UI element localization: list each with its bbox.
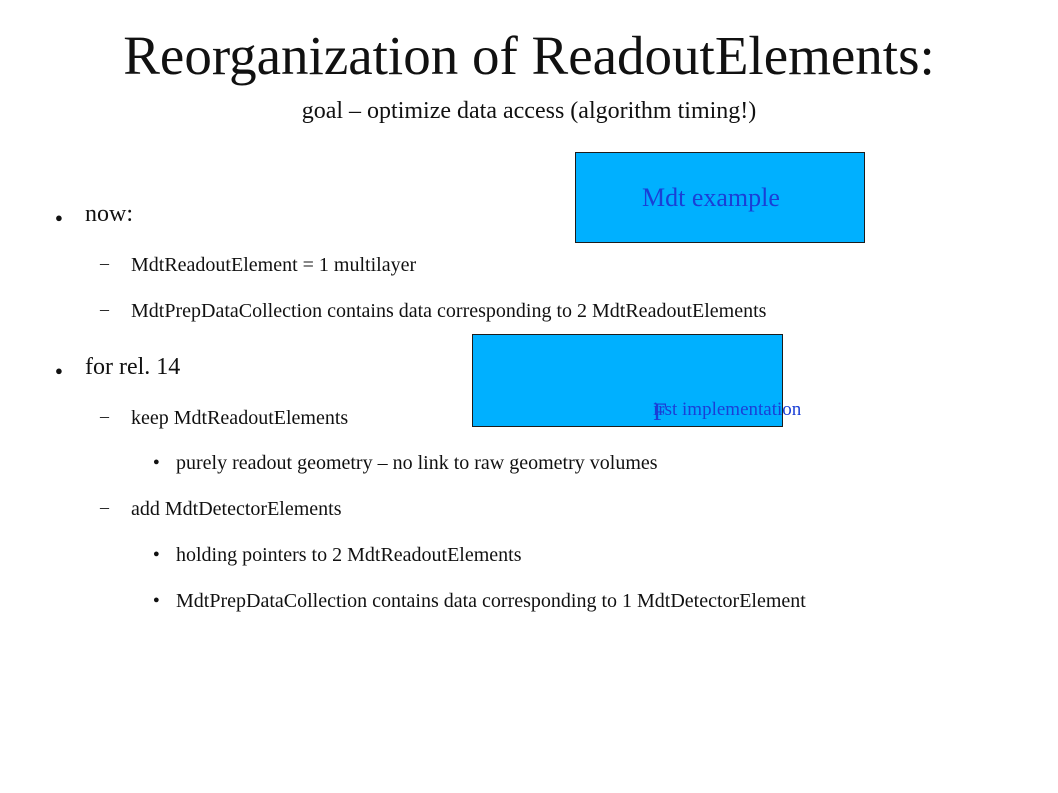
- bullet-rel-sub2-item2: MdtPrepDataCollection contains data corr…: [176, 590, 806, 612]
- bullet-rel-sub1: keep MdtReadoutElements: [131, 407, 349, 429]
- bullet-now-sub2: MdtPrepDataCollection contains data corr…: [131, 300, 767, 322]
- bullet-rel-sub2: add MdtDetectorElements: [131, 498, 342, 520]
- dash-icon: –: [100, 299, 109, 319]
- dash-icon: –: [100, 497, 109, 517]
- bullet-rel-sub2-item1: holding pointers to 2 MdtReadoutElements: [176, 544, 522, 566]
- bullet-rel: for rel. 14: [85, 354, 181, 380]
- bullet-rel-sub1-item1: purely readout geometry – no link to raw…: [176, 452, 658, 474]
- first-implementation-rest: irst implementation: [653, 399, 802, 420]
- bullet-dot-icon: ●: [153, 548, 160, 560]
- bullet-now-sub1: MdtReadoutElement = 1 multilayer: [131, 254, 417, 276]
- bullet-now: now:: [85, 201, 133, 227]
- bullet-dot-icon: ●: [153, 594, 160, 606]
- slide-title: Reorganization of ReadoutElements:: [123, 25, 935, 86]
- bullet-dot-icon: ●: [55, 363, 63, 378]
- bullet-dot-icon: ●: [55, 210, 63, 225]
- slide-subtitle: goal – optimize data access (algorithm t…: [301, 98, 757, 124]
- first-implementation-initial: F: [653, 399, 667, 426]
- mdt-example-label: Mdt example: [642, 183, 780, 212]
- bullet-dot-icon: ●: [153, 456, 160, 468]
- mdt-example-box: Mdt example: [575, 152, 865, 243]
- dash-icon: –: [100, 406, 109, 426]
- dash-icon: –: [100, 253, 109, 273]
